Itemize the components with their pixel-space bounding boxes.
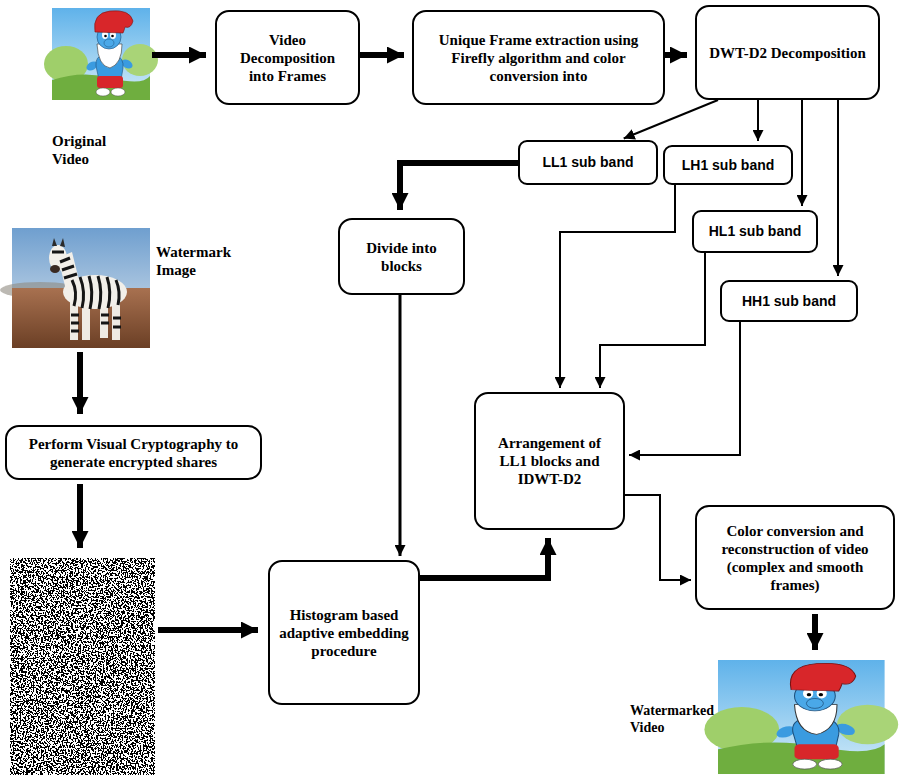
watermark-zebra-image [116, 280, 119, 305]
subband-box: LH1 sub band [663, 145, 793, 185]
watermark-zebra-image [72, 280, 76, 306]
watermarked-video-frame [704, 660, 898, 774]
flow-arrow [812, 614, 818, 650]
watermark-zebra-image [112, 302, 120, 340]
flow-connector [624, 100, 718, 139]
flow-arrow [77, 352, 83, 414]
flow-connector [837, 100, 839, 276]
flow-connector [420, 538, 548, 578]
flow-connector [665, 52, 687, 58]
box-text: Divide into blocks [349, 239, 454, 275]
image-caption: Original Video [52, 132, 126, 168]
flow-connector [360, 52, 404, 58]
process-box: Perform Visual Cryptography to generate … [5, 425, 262, 480]
box-text: LL1 sub band [543, 154, 634, 171]
watermark-zebra-image [98, 276, 101, 309]
encrypted-share-image [10, 558, 155, 775]
watermark-zebra-image [50, 265, 60, 273]
flow-connector [801, 100, 803, 206]
flow-connector [600, 253, 705, 388]
watermark-zebra-image [52, 251, 64, 254]
box-text: LH1 sub band [682, 157, 775, 174]
watermark-zebra-image [64, 274, 77, 278]
watermark-zebra-image [62, 266, 74, 270]
flow-connector [399, 295, 402, 556]
flow-connector [560, 185, 675, 388]
subband-box: LL1 sub band [518, 140, 658, 185]
box-text: DWT-D2 Decomposition [709, 44, 866, 62]
image-caption: Watermark Image [156, 243, 248, 279]
box-text: Histogram based adaptive embedding proce… [279, 606, 409, 660]
box-text: HL1 sub band [709, 223, 802, 240]
box-text: Video Decomposition into Frames [226, 31, 349, 85]
watermark-zebra-image [107, 277, 110, 308]
watermark-zebra-image [63, 275, 127, 309]
flow-arrow [77, 484, 83, 548]
watermark-zebra-image [80, 277, 84, 308]
process-box: Unique Frame extraction using Firefly al… [412, 10, 665, 105]
watermark-zebra-image [0, 228, 150, 348]
subband-box: HH1 sub band [720, 280, 858, 322]
process-box: Divide into blocks [338, 218, 465, 295]
flow-arrow [158, 627, 258, 633]
watermark-zebra-image [52, 238, 65, 247]
flow-connector [625, 495, 691, 580]
watermark-zebra-image [52, 252, 121, 331]
process-box: Histogram based adaptive embedding proce… [268, 560, 420, 705]
watermark-zebra-image [12, 228, 150, 348]
box-text: Arrangement of LL1 blocks and IDWT-D2 [485, 434, 614, 488]
process-box: DWT-D2 Decomposition [695, 5, 880, 100]
process-box: Video Decomposition into Frames [215, 10, 360, 105]
watermark-zebra-image [101, 315, 121, 327]
watermark-zebra-image [60, 258, 70, 262]
flow-arrow [152, 52, 206, 58]
flow-connector [400, 163, 518, 210]
original-video-frame [44, 8, 158, 100]
image-caption: Watermarked Video [630, 703, 718, 737]
box-text: HH1 sub band [742, 293, 836, 310]
watermark-zebra-image [71, 315, 79, 331]
watermark-zebra-image [89, 276, 92, 309]
process-box: Color conversion and reconstruction of v… [695, 505, 895, 610]
flow-connector [629, 322, 740, 455]
box-text: Unique Frame extraction using Firefly al… [423, 31, 654, 85]
process-box: Arrangement of LL1 blocks and IDWT-D2 [474, 392, 625, 530]
subband-box: HL1 sub band [692, 210, 818, 253]
flow-connector [757, 100, 759, 141]
box-text: Perform Visual Cryptography to generate … [16, 435, 251, 471]
box-text: Color conversion and reconstruction of v… [706, 522, 884, 594]
